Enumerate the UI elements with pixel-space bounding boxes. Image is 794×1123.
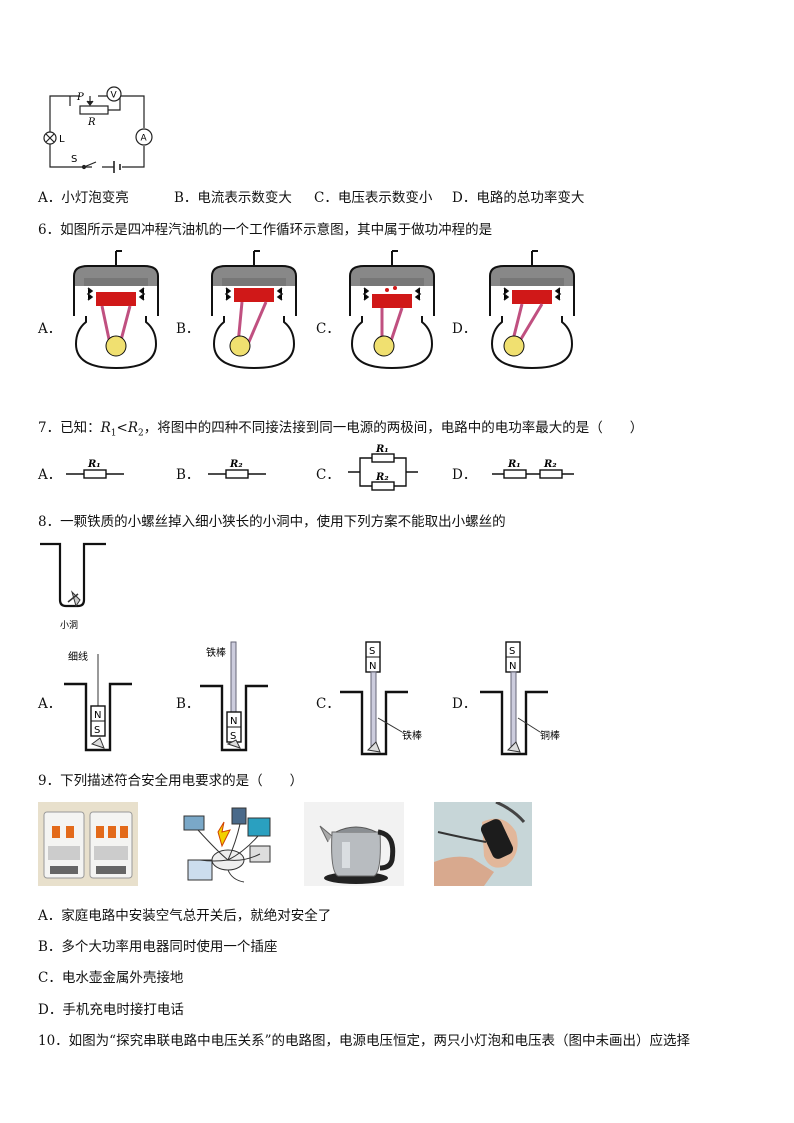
- q7-label-b: B．: [176, 467, 200, 483]
- q8-hole-label: 小洞: [60, 620, 78, 631]
- q8-stem: 8．一颗铁质的小螺丝掉入细小狭长的小洞中，使用下列方案不能取出小螺丝的: [38, 514, 506, 530]
- q7-a-r1-label: R₁: [87, 459, 101, 470]
- q9-option-c: C．电水壶金属外壳接地: [38, 970, 184, 986]
- q9-option-b: B．多个大功率用电器同时使用一个插座: [38, 939, 278, 955]
- q8-option-a-diagram: N S 细线: [64, 650, 132, 752]
- q9-socket-cartoon: [178, 802, 278, 886]
- q6-stem: 6．如图所示是四冲程汽油机的一个工作循环示意图，其中属于做功冲程的是: [38, 222, 493, 238]
- q5-voltmeter-label: V: [111, 91, 118, 101]
- q7-label-c: C．: [316, 467, 340, 483]
- q7-b-r2-label: R₂: [229, 459, 243, 470]
- q5-label-p: P: [76, 92, 84, 103]
- q9-option-d: D．手机充电时接打电话: [38, 1002, 184, 1018]
- q9-stem: 9．下列描述符合安全用电要求的是（ ）: [38, 773, 304, 789]
- q8-label-d: D．: [452, 696, 477, 712]
- q7-circuit-c: R₁ R₂: [348, 444, 418, 491]
- q5-option-c: C．电压表示数变小: [314, 190, 433, 206]
- q5-option-b: B．电流表示数变大: [174, 190, 292, 206]
- q6-label-d: D．: [452, 321, 477, 337]
- q8-label-a: A．: [38, 696, 62, 712]
- q7-stem-sub1: 1: [110, 428, 117, 439]
- q7-stem-prefix: 7．已知：: [38, 420, 101, 436]
- q7-label-a: A．: [38, 467, 62, 483]
- q7-stem-sub2: 2: [137, 428, 144, 439]
- q9-kettle-photo: [304, 802, 404, 886]
- q8-option-c-diagram: S N 铁棒: [340, 641, 422, 756]
- q7-c-r1-label: R₁: [375, 444, 389, 455]
- q8-label-c: C．: [316, 696, 340, 712]
- q8-hole-diagram: 小洞: [40, 542, 106, 631]
- engine-diagram-d: [489, 250, 575, 370]
- q8-b-n: N: [230, 716, 237, 727]
- q8-b-s: S: [230, 731, 236, 742]
- q10-stem: 10．如图为“探究串联电路中电压关系”的电路图，电源电压恒定，两只小灯泡和电压表…: [38, 1033, 690, 1049]
- q8-b-iron-label: 铁棒: [206, 646, 226, 659]
- engine-diagram-c: [349, 250, 435, 370]
- q5-option-d: D．电路的总功率变大: [452, 190, 585, 206]
- q8-label-b: B．: [176, 696, 200, 712]
- q8-option-b-diagram: N S 铁棒: [200, 641, 268, 752]
- engine-diagram-b: [211, 250, 297, 370]
- q8-a-s: S: [94, 725, 100, 736]
- q8-d-copper-label: 铜棒: [540, 729, 560, 742]
- q5-option-a: A．小灯泡变亮: [38, 190, 129, 206]
- q8-a-thread-label: 细线: [68, 650, 88, 663]
- q6-label-b: B．: [176, 321, 200, 337]
- q9-phone-photo: [434, 802, 532, 886]
- q5-label-r: R: [87, 117, 96, 128]
- q7-circuit-a: R₁: [66, 459, 124, 479]
- q7-c-r2-label: R₂: [375, 472, 389, 483]
- q5-switch-label: S: [71, 154, 77, 165]
- q9-breaker-photo: [38, 802, 138, 886]
- q7-circuit-b: R₂: [208, 459, 266, 479]
- q8-d-n: N: [509, 661, 516, 672]
- q7-stem-r1: R: [100, 420, 111, 436]
- q8-d-s: S: [509, 646, 515, 657]
- q7-label-d: D．: [452, 467, 477, 483]
- q7-d-r1-label: R₁: [507, 459, 521, 470]
- q5-ammeter-label: A: [141, 134, 148, 144]
- q8-option-d-diagram: S N 铜棒: [480, 641, 560, 756]
- q7-stem-r2: R: [127, 420, 138, 436]
- q8-c-n: N: [369, 661, 376, 672]
- q7-circuit-d: R₁ R₂: [492, 459, 574, 479]
- q7-d-r2-label: R₂: [543, 459, 557, 470]
- q8-a-n: N: [94, 710, 101, 721]
- q5-circuit-diagram: P R V A L S: [43, 86, 153, 173]
- q7-stem-suffix: ，将图中的四种不同接法接到同一电源的两极间，电路中的电功率最大的是（ ）: [143, 420, 644, 436]
- q7-stem-lt: <: [116, 420, 128, 436]
- q7-stem: 7．已知：R1<R2，将图中的四种不同接法接到同一电源的两极间，电路中的电功率最…: [38, 416, 643, 439]
- q9-option-a: A．家庭电路中安装空气总开关后，就绝对安全了: [38, 908, 332, 924]
- engine-diagram-a: [73, 250, 159, 370]
- q6-label-a: A．: [38, 321, 62, 337]
- q5-lamp-label: L: [59, 134, 65, 145]
- q8-c-iron-label: 铁棒: [402, 729, 422, 742]
- q6-label-c: C．: [316, 321, 340, 337]
- q8-c-s: S: [369, 646, 375, 657]
